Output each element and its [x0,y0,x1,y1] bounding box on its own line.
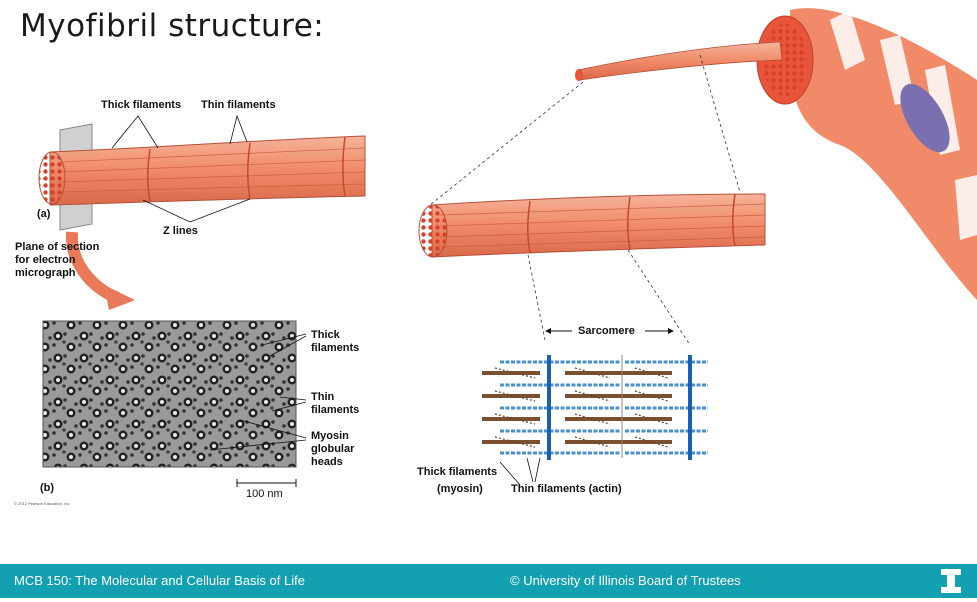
footer-bar: MCB 150: The Molecular and Cellular Basi… [0,564,977,598]
label-a-tag: (a) [37,208,51,220]
label-sarcomere: Sarcomere [578,325,635,337]
label-myosin-2: globular [311,443,355,455]
myofibril-center [418,193,766,258]
footer-course: MCB 150: The Molecular and Cellular Basi… [14,573,305,588]
label-thin-b-1: Thin [311,391,335,403]
label-thick-filaments-a: Thick filaments [101,99,182,111]
label-myosin-3: heads [311,456,343,468]
actin-filaments [500,360,708,455]
label-thick-b-2: filaments [311,342,360,354]
fibril-end [38,151,66,205]
single-fibril [577,41,783,81]
label-thin-b-2: filaments [311,404,360,416]
label-plane-2: for electron [15,254,76,266]
label-z-lines: Z lines [163,225,198,237]
copyright-small: © 2012 Pearson Education, Inc. [14,501,71,506]
muscle-fiber [575,8,977,300]
label-b-tag: (b) [40,482,55,494]
label-thick-myosin-2: (myosin) [437,483,483,495]
sarcomere-diagram [482,328,708,486]
label-plane-3: micrograph [15,267,76,279]
label-scale: 100 nm [246,488,283,500]
label-thick-b-1: Thick [311,329,340,341]
label-thin-filaments-a: Thin filaments [201,99,276,111]
illinois-logo-icon [941,569,961,593]
label-thin-actin: Thin filaments (actin) [511,483,622,495]
z-lines-a [147,136,346,202]
myosin-filaments [482,371,672,444]
myofibril-a [38,114,366,310]
label-plane-1: Plane of section [15,241,100,253]
label-thick-myosin-1: Thick filaments [417,466,498,478]
footer-copyright: © University of Illinois Board of Truste… [510,573,741,588]
label-myosin-1: Myosin [311,430,349,442]
electron-micrograph [42,320,307,487]
slide-title: Myofibril structure: [20,8,325,44]
